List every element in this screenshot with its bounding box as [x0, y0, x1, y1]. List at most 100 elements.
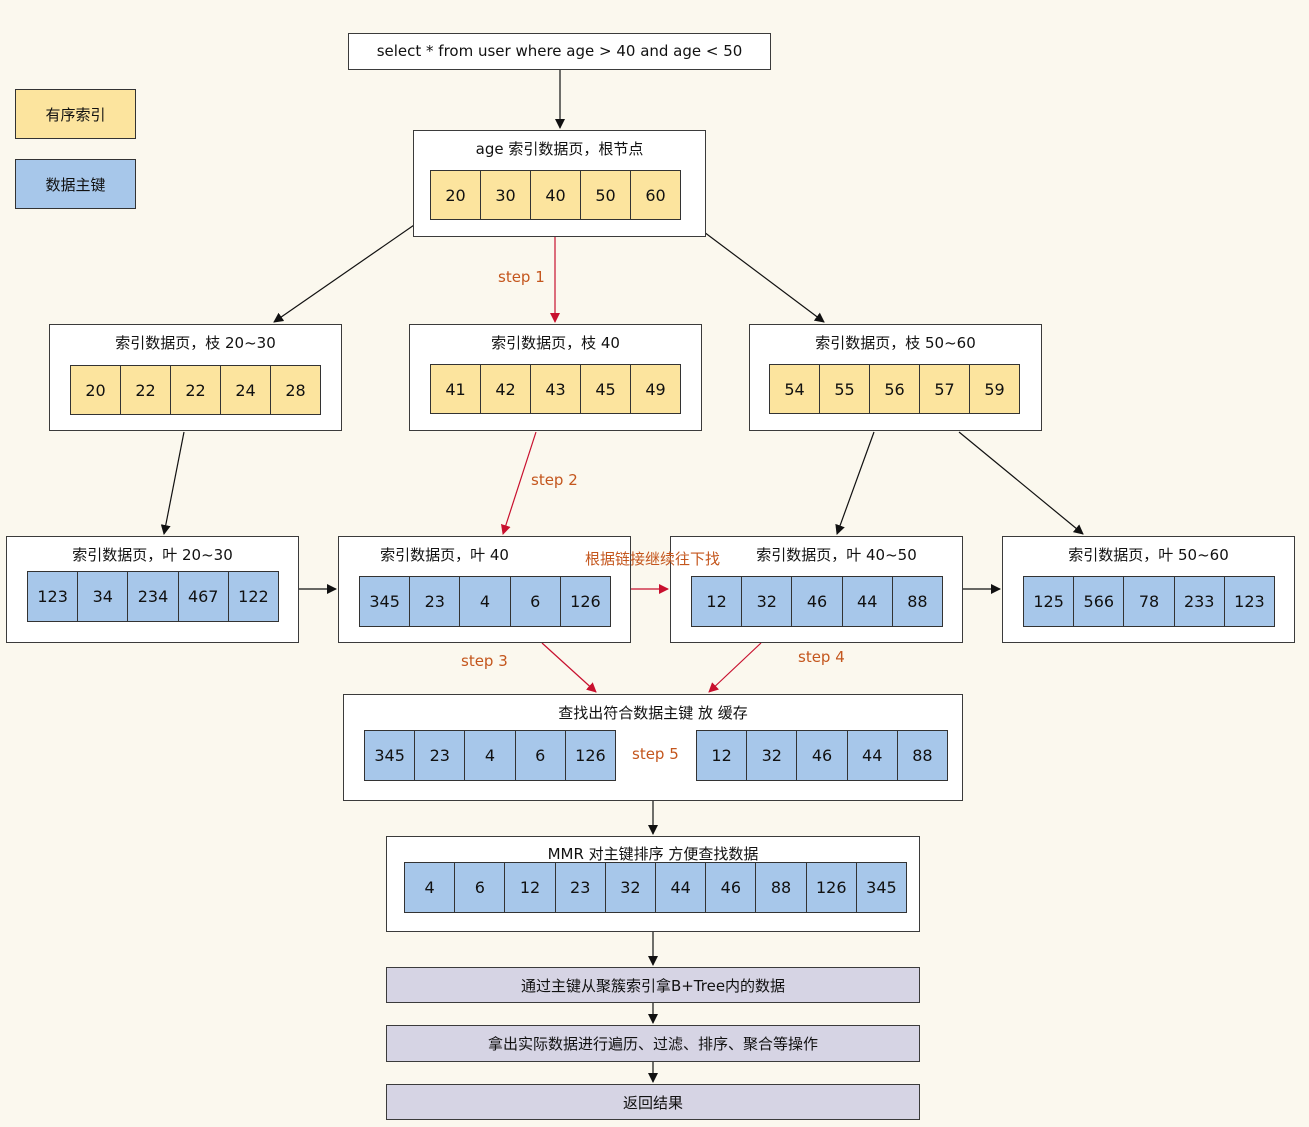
action-fetch-clustered: 通过主键从聚簇索引拿B+Tree内的数据 [386, 967, 920, 1003]
branch-node-title: 索引数据页，枝 40 [491, 334, 620, 352]
leaf-node-40: 索引数据页，叶 40 345 23 4 6 126 [338, 536, 631, 643]
leaf-node-40-50: 索引数据页，叶 40~50 12 32 46 44 88 [670, 536, 963, 643]
key-cell: 28 [271, 366, 320, 414]
key-cell: 46 [792, 577, 843, 626]
step-5-label: step 5 [632, 745, 679, 763]
leaf-node-title: 索引数据页，叶 40~50 [756, 546, 917, 564]
action-process-data: 拿出实际数据进行遍历、过滤、排序、聚合等操作 [386, 1025, 920, 1062]
key-cell: 44 [656, 863, 707, 912]
edge-root-branch1 [273, 213, 431, 323]
key-cell: 44 [842, 577, 893, 626]
key-cell: 50 [581, 171, 631, 219]
key-cell: 43 [531, 365, 581, 413]
key-cell: 22 [171, 366, 221, 414]
cache-box: 查找出符合数据主键 放 缓存 345 23 4 6 126 step 5 12 … [343, 694, 963, 801]
action-label: 通过主键从聚簇索引拿B+Tree内的数据 [520, 976, 786, 995]
key-cell: 20 [431, 171, 481, 219]
key-cell: 55 [820, 365, 870, 413]
root-node-title: age 索引数据页，根节点 [475, 140, 644, 158]
step-3-label: step 3 [461, 652, 508, 670]
key-cell: 32 [742, 577, 793, 626]
key-cell: 60 [631, 171, 680, 219]
leaf-node-title: 索引数据页，叶 20~30 [72, 546, 233, 564]
key-cell: 88 [756, 863, 807, 912]
leaf-node-keys: 12 32 46 44 88 [691, 576, 943, 627]
key-cell: 32 [747, 731, 798, 780]
key-cell: 22 [121, 366, 171, 414]
branch-node-40: 索引数据页，枝 40 41 42 43 45 49 [409, 324, 702, 431]
key-cell: 126 [806, 863, 857, 912]
key-cell: 345 [856, 863, 907, 912]
leaf-node-keys: 125 566 78 233 123 [1023, 576, 1275, 627]
key-cell: 566 [1074, 577, 1125, 626]
legend-primary-key: 数据主键 [15, 159, 136, 209]
key-cell: 30 [481, 171, 531, 219]
action-label: 返回结果 [622, 1093, 683, 1112]
step-2-label: step 2 [531, 471, 578, 489]
action-label: 拿出实际数据进行遍历、过滤、排序、聚合等操作 [487, 1035, 818, 1053]
step-4-label: step 4 [798, 648, 845, 666]
edge-branch3-leaf4 [958, 431, 1084, 535]
key-cell: 4 [405, 863, 456, 912]
key-cell: 32 [605, 863, 657, 912]
edge-branch1-leaf1 [160, 431, 185, 535]
cache-right-keys: 12 32 46 44 88 [696, 730, 948, 781]
key-cell: 23 [410, 577, 461, 626]
legend-primary-key-label: 数据主键 [45, 175, 106, 194]
edge-step2 [501, 431, 537, 535]
key-cell: 122 [228, 572, 279, 621]
leaf-node-title: 索引数据页，叶 50~60 [1068, 546, 1229, 564]
key-cell: 56 [870, 365, 920, 413]
branch-node-50-60: 索引数据页，枝 50~60 54 55 56 57 59 [749, 324, 1042, 431]
key-cell: 59 [970, 365, 1019, 413]
key-cell: 40 [531, 171, 581, 219]
step-1-label: step 1 [498, 268, 545, 286]
branch-node-title: 索引数据页，枝 50~60 [815, 334, 976, 352]
key-cell: 45 [581, 365, 631, 413]
key-cell: 6 [455, 863, 506, 912]
key-cell: 20 [71, 366, 121, 414]
mrr-keys: 4 6 12 23 32 44 46 88 126 345 [404, 862, 907, 913]
key-cell: 54 [770, 365, 820, 413]
leaf-node-keys: 123 34 234 467 122 [27, 571, 279, 622]
key-cell: 12 [505, 863, 556, 912]
link-note: 根据链接继续往下找 [585, 550, 721, 568]
key-cell: 4 [460, 577, 511, 626]
branch-node-keys: 20 22 22 24 28 [70, 365, 321, 415]
key-cell: 234 [128, 572, 179, 621]
key-cell: 88 [897, 731, 948, 780]
key-cell: 46 [706, 863, 757, 912]
edge-branch3-leaf3 [835, 431, 875, 535]
key-cell: 123 [28, 572, 79, 621]
key-cell: 125 [1024, 577, 1075, 626]
key-cell: 24 [221, 366, 271, 414]
key-cell: 233 [1174, 577, 1225, 626]
key-cell: 4 [465, 731, 516, 780]
cache-title: 查找出符合数据主键 放 缓存 [558, 704, 748, 722]
legend-ordered-index: 有序索引 [15, 89, 136, 139]
edge-step4 [708, 642, 762, 693]
key-cell: 6 [510, 577, 561, 626]
root-node: age 索引数据页，根节点 20 30 40 50 60 [413, 130, 706, 237]
key-cell: 345 [365, 731, 416, 780]
mrr-title: MMR 对主键排序 方便查找数据 [547, 845, 759, 863]
action-return-result: 返回结果 [386, 1084, 920, 1120]
key-cell: 123 [1224, 577, 1275, 626]
leaf-node-50-60: 索引数据页，叶 50~60 125 566 78 233 123 [1002, 536, 1295, 643]
key-cell: 44 [847, 731, 898, 780]
key-cell: 57 [920, 365, 970, 413]
key-cell: 23 [555, 863, 606, 912]
branch-node-keys: 41 42 43 45 49 [430, 364, 681, 414]
leaf-node-title: 索引数据页，叶 40 [380, 546, 509, 564]
leaf-node-keys: 345 23 4 6 126 [359, 576, 611, 627]
key-cell: 42 [481, 365, 531, 413]
legend-ordered-index-label: 有序索引 [45, 105, 106, 124]
branch-node-title: 索引数据页，枝 20~30 [115, 334, 276, 352]
query-box: select * from user where age > 40 and ag… [348, 33, 771, 70]
leaf-node-20-30: 索引数据页，叶 20~30 123 34 234 467 122 [6, 536, 299, 643]
edge-step3 [541, 642, 597, 693]
key-cell: 23 [415, 731, 466, 780]
key-cell: 46 [797, 731, 848, 780]
cache-left-keys: 345 23 4 6 126 [364, 730, 616, 781]
key-cell: 467 [178, 572, 229, 621]
